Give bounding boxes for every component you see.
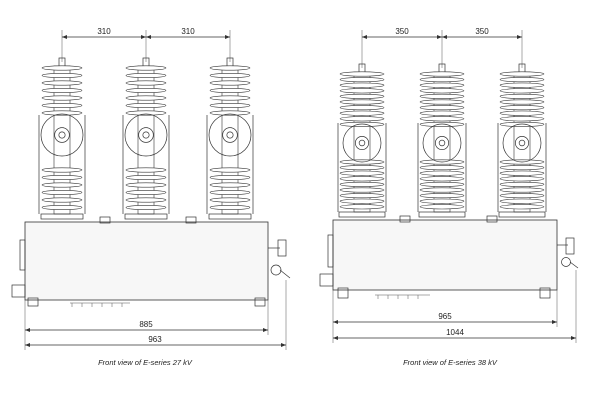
left-bottom-dimensions: 885 963 [24, 280, 287, 350]
pole-assembly [417, 63, 467, 218]
right-poles [337, 63, 547, 218]
pole-assembly [38, 57, 86, 220]
right-overall-width: 1044 [446, 328, 464, 337]
right-pole-spacing-1: 350 [395, 27, 409, 36]
right-tank [319, 215, 579, 299]
left-pole-spacing-1: 310 [97, 27, 111, 36]
left-top-dimension: 310 310 [61, 27, 231, 62]
right-bottom-dimensions: 965 1044 [332, 270, 577, 343]
left-inner-width: 885 [139, 320, 153, 329]
right-caption: Front view of E-series 38 kV [403, 358, 498, 367]
right-top-dimension: 350 350 [361, 27, 523, 68]
left-poles [38, 57, 254, 220]
right-pole-spacing-2: 350 [475, 27, 489, 36]
pole-assembly [497, 63, 547, 218]
pole-assembly [206, 57, 254, 220]
left-overall-width: 963 [148, 335, 162, 344]
left-tank [11, 216, 291, 307]
left-view-27kv: 310 310 885 [11, 27, 291, 367]
right-view-38kv: 350 350 965 10 [319, 27, 579, 367]
pole-assembly [337, 63, 387, 218]
right-inner-width: 965 [438, 312, 452, 321]
left-caption: Front view of E-series 27 kV [98, 358, 193, 367]
pole-assembly [122, 57, 170, 220]
left-pole-spacing-2: 310 [181, 27, 195, 36]
